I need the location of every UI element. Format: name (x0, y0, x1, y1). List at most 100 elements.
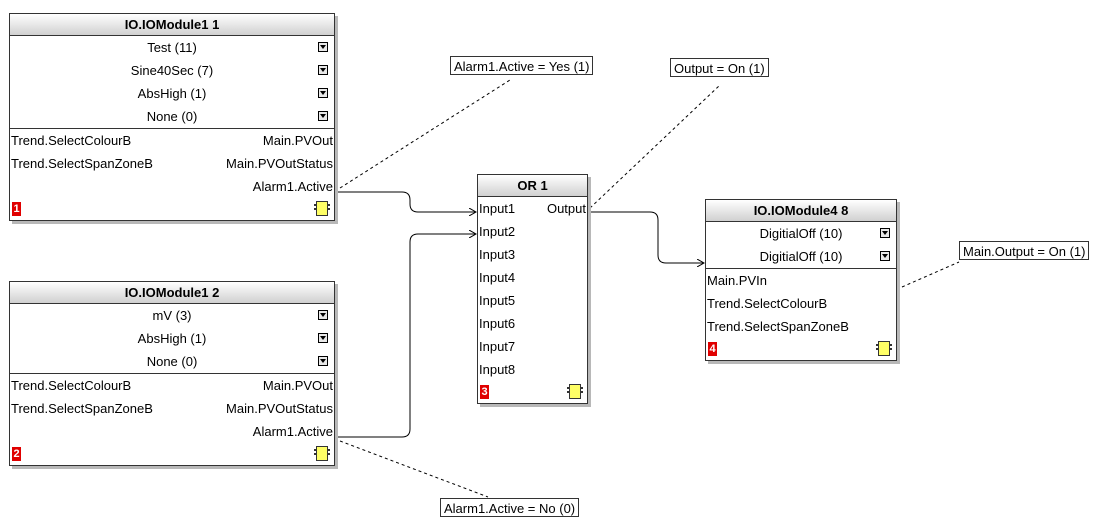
param-row[interactable]: AbsHigh (1) (10, 82, 334, 105)
param-value: AbsHigh (1) (137, 86, 207, 101)
dropdown-arrow-icon[interactable] (318, 88, 328, 98)
watch-tag-output-on[interactable]: Output = On (1) (670, 58, 769, 77)
io-row: Main.PVIn (706, 269, 896, 292)
divider (706, 268, 896, 269)
input-pin[interactable]: Input2 (479, 224, 516, 239)
execution-order-badge: 4 (708, 342, 717, 356)
param-row[interactable]: None (0) (10, 105, 334, 128)
param-value: Test (11) (147, 40, 197, 55)
param-row[interactable]: Test (11) (10, 36, 334, 59)
divider (10, 373, 334, 374)
io-row: Input6 (478, 312, 587, 335)
block-chip-icon[interactable] (314, 201, 330, 216)
output-pin[interactable]: Alarm1.Active (252, 424, 333, 439)
execution-order-badge: 3 (480, 385, 489, 399)
io-row: Input3 (478, 243, 587, 266)
io-row: Input4 (478, 266, 587, 289)
block-title: IO.IOModule1 2 (10, 282, 334, 304)
watch-tag-alarm1-active-yes[interactable]: Alarm1.Active = Yes (1) (450, 56, 594, 75)
param-value: Sine40Sec (7) (130, 63, 214, 78)
param-value: None (0) (146, 109, 198, 124)
input-pin[interactable]: Input7 (479, 339, 516, 354)
param-row[interactable]: Sine40Sec (7) (10, 59, 334, 82)
io-row: Input5 (478, 289, 587, 312)
input-pin[interactable]: Input4 (479, 270, 516, 285)
dropdown-arrow-icon[interactable] (318, 42, 328, 52)
io-row: Trend.SelectSpanZoneB (706, 315, 896, 338)
watch-tag-alarm1-active-no[interactable]: Alarm1.Active = No (0) (440, 498, 580, 517)
leader-output-on (589, 84, 721, 209)
input-pin[interactable]: Input8 (479, 362, 516, 377)
dropdown-arrow-icon[interactable] (318, 356, 328, 366)
dropdown-arrow-icon[interactable] (880, 228, 890, 238)
block-chip-icon[interactable] (567, 384, 583, 399)
dropdown-arrow-icon[interactable] (318, 65, 328, 75)
execution-order-badge: 1 (12, 202, 21, 216)
block-chip-icon[interactable] (876, 341, 892, 356)
param-row[interactable]: AbsHigh (1) (10, 327, 334, 350)
input-pin[interactable]: Input1 (479, 201, 516, 216)
wire-io2-alarm-to-or-input2[interactable] (336, 234, 476, 438)
divider (10, 128, 334, 129)
io-row: Alarm1.Active (10, 420, 334, 443)
block-or-1[interactable]: OR 1 Input1 Output Input2 Input3 Input4 I… (477, 174, 588, 404)
input-pin[interactable]: Input3 (479, 247, 516, 262)
param-row[interactable]: mV (3) (10, 304, 334, 327)
param-row[interactable]: DigitialOff (10) (706, 222, 896, 245)
io-row: Trend.SelectColourB Main.PVOut (10, 129, 334, 152)
block-footer: 2 (10, 443, 334, 465)
output-pin[interactable]: Alarm1.Active (252, 179, 333, 194)
input-pin[interactable]: Trend.SelectSpanZoneB (707, 319, 849, 334)
block-title: OR 1 (478, 175, 587, 197)
leader-alarm1-no (339, 440, 489, 498)
io-row: Trend.SelectSpanZoneB Main.PVOutStatus (10, 152, 334, 175)
output-pin[interactable]: Main.PVOut (262, 378, 333, 393)
io-row: Input7 (478, 335, 587, 358)
leader-main-output-on (901, 261, 960, 288)
input-pin[interactable]: Input6 (479, 316, 516, 331)
input-pin[interactable]: Trend.SelectSpanZoneB (11, 156, 153, 171)
watch-tag-main-output-on[interactable]: Main.Output = On (1) (959, 241, 1090, 260)
output-pin[interactable]: Main.PVOutStatus (226, 401, 333, 416)
wire-io1-alarm-to-or-input1[interactable] (336, 191, 476, 212)
execution-order-badge: 2 (12, 447, 21, 461)
block-io-module1-1[interactable]: IO.IOModule1 1 Test (11) Sine40Sec (7) A… (9, 13, 335, 221)
output-pin[interactable]: Main.PVOutStatus (226, 156, 333, 171)
param-value: AbsHigh (1) (137, 331, 207, 346)
block-chip-icon[interactable] (314, 446, 330, 461)
io-row: Input8 (478, 358, 587, 381)
io-row: Trend.SelectColourB Main.PVOut (10, 374, 334, 397)
block-io-module1-2[interactable]: IO.IOModule1 2 mV (3) AbsHigh (1) None (… (9, 281, 335, 466)
input-pin[interactable]: Trend.SelectSpanZoneB (11, 401, 153, 416)
io-row: Trend.SelectSpanZoneB Main.PVOutStatus (10, 397, 334, 420)
dropdown-arrow-icon[interactable] (318, 333, 328, 343)
dropdown-arrow-icon[interactable] (880, 251, 890, 261)
param-value: mV (3) (152, 308, 192, 323)
io-row: Alarm1.Active (10, 175, 334, 198)
block-io-module4-8[interactable]: IO.IOModule4 8 DigitialOff (10) Digitial… (705, 199, 897, 361)
input-pin[interactable]: Input5 (479, 293, 516, 308)
wire-or-output-to-io4-pvin[interactable] (588, 211, 704, 263)
dropdown-arrow-icon[interactable] (318, 111, 328, 121)
input-pin[interactable]: Trend.SelectColourB (11, 133, 132, 148)
param-row[interactable]: None (0) (10, 350, 334, 373)
block-footer: 1 (10, 198, 334, 220)
input-pin[interactable]: Main.PVIn (707, 273, 767, 288)
input-pin[interactable]: Trend.SelectColourB (11, 378, 132, 393)
output-pin[interactable]: Main.PVOut (262, 133, 333, 148)
leader-alarm1-yes (339, 79, 511, 189)
block-footer: 3 (478, 381, 587, 403)
param-value: DigitialOff (10) (759, 226, 843, 241)
output-pin[interactable]: Output (546, 201, 586, 216)
block-title: IO.IOModule1 1 (10, 14, 334, 36)
block-title: IO.IOModule4 8 (706, 200, 896, 222)
input-pin[interactable]: Trend.SelectColourB (707, 296, 828, 311)
io-row: Input1 Output (478, 197, 587, 220)
param-value: DigitialOff (10) (759, 249, 843, 264)
dropdown-arrow-icon[interactable] (318, 310, 328, 320)
param-row[interactable]: DigitialOff (10) (706, 245, 896, 268)
param-value: None (0) (146, 354, 198, 369)
block-footer: 4 (706, 338, 896, 360)
io-row: Trend.SelectColourB (706, 292, 896, 315)
